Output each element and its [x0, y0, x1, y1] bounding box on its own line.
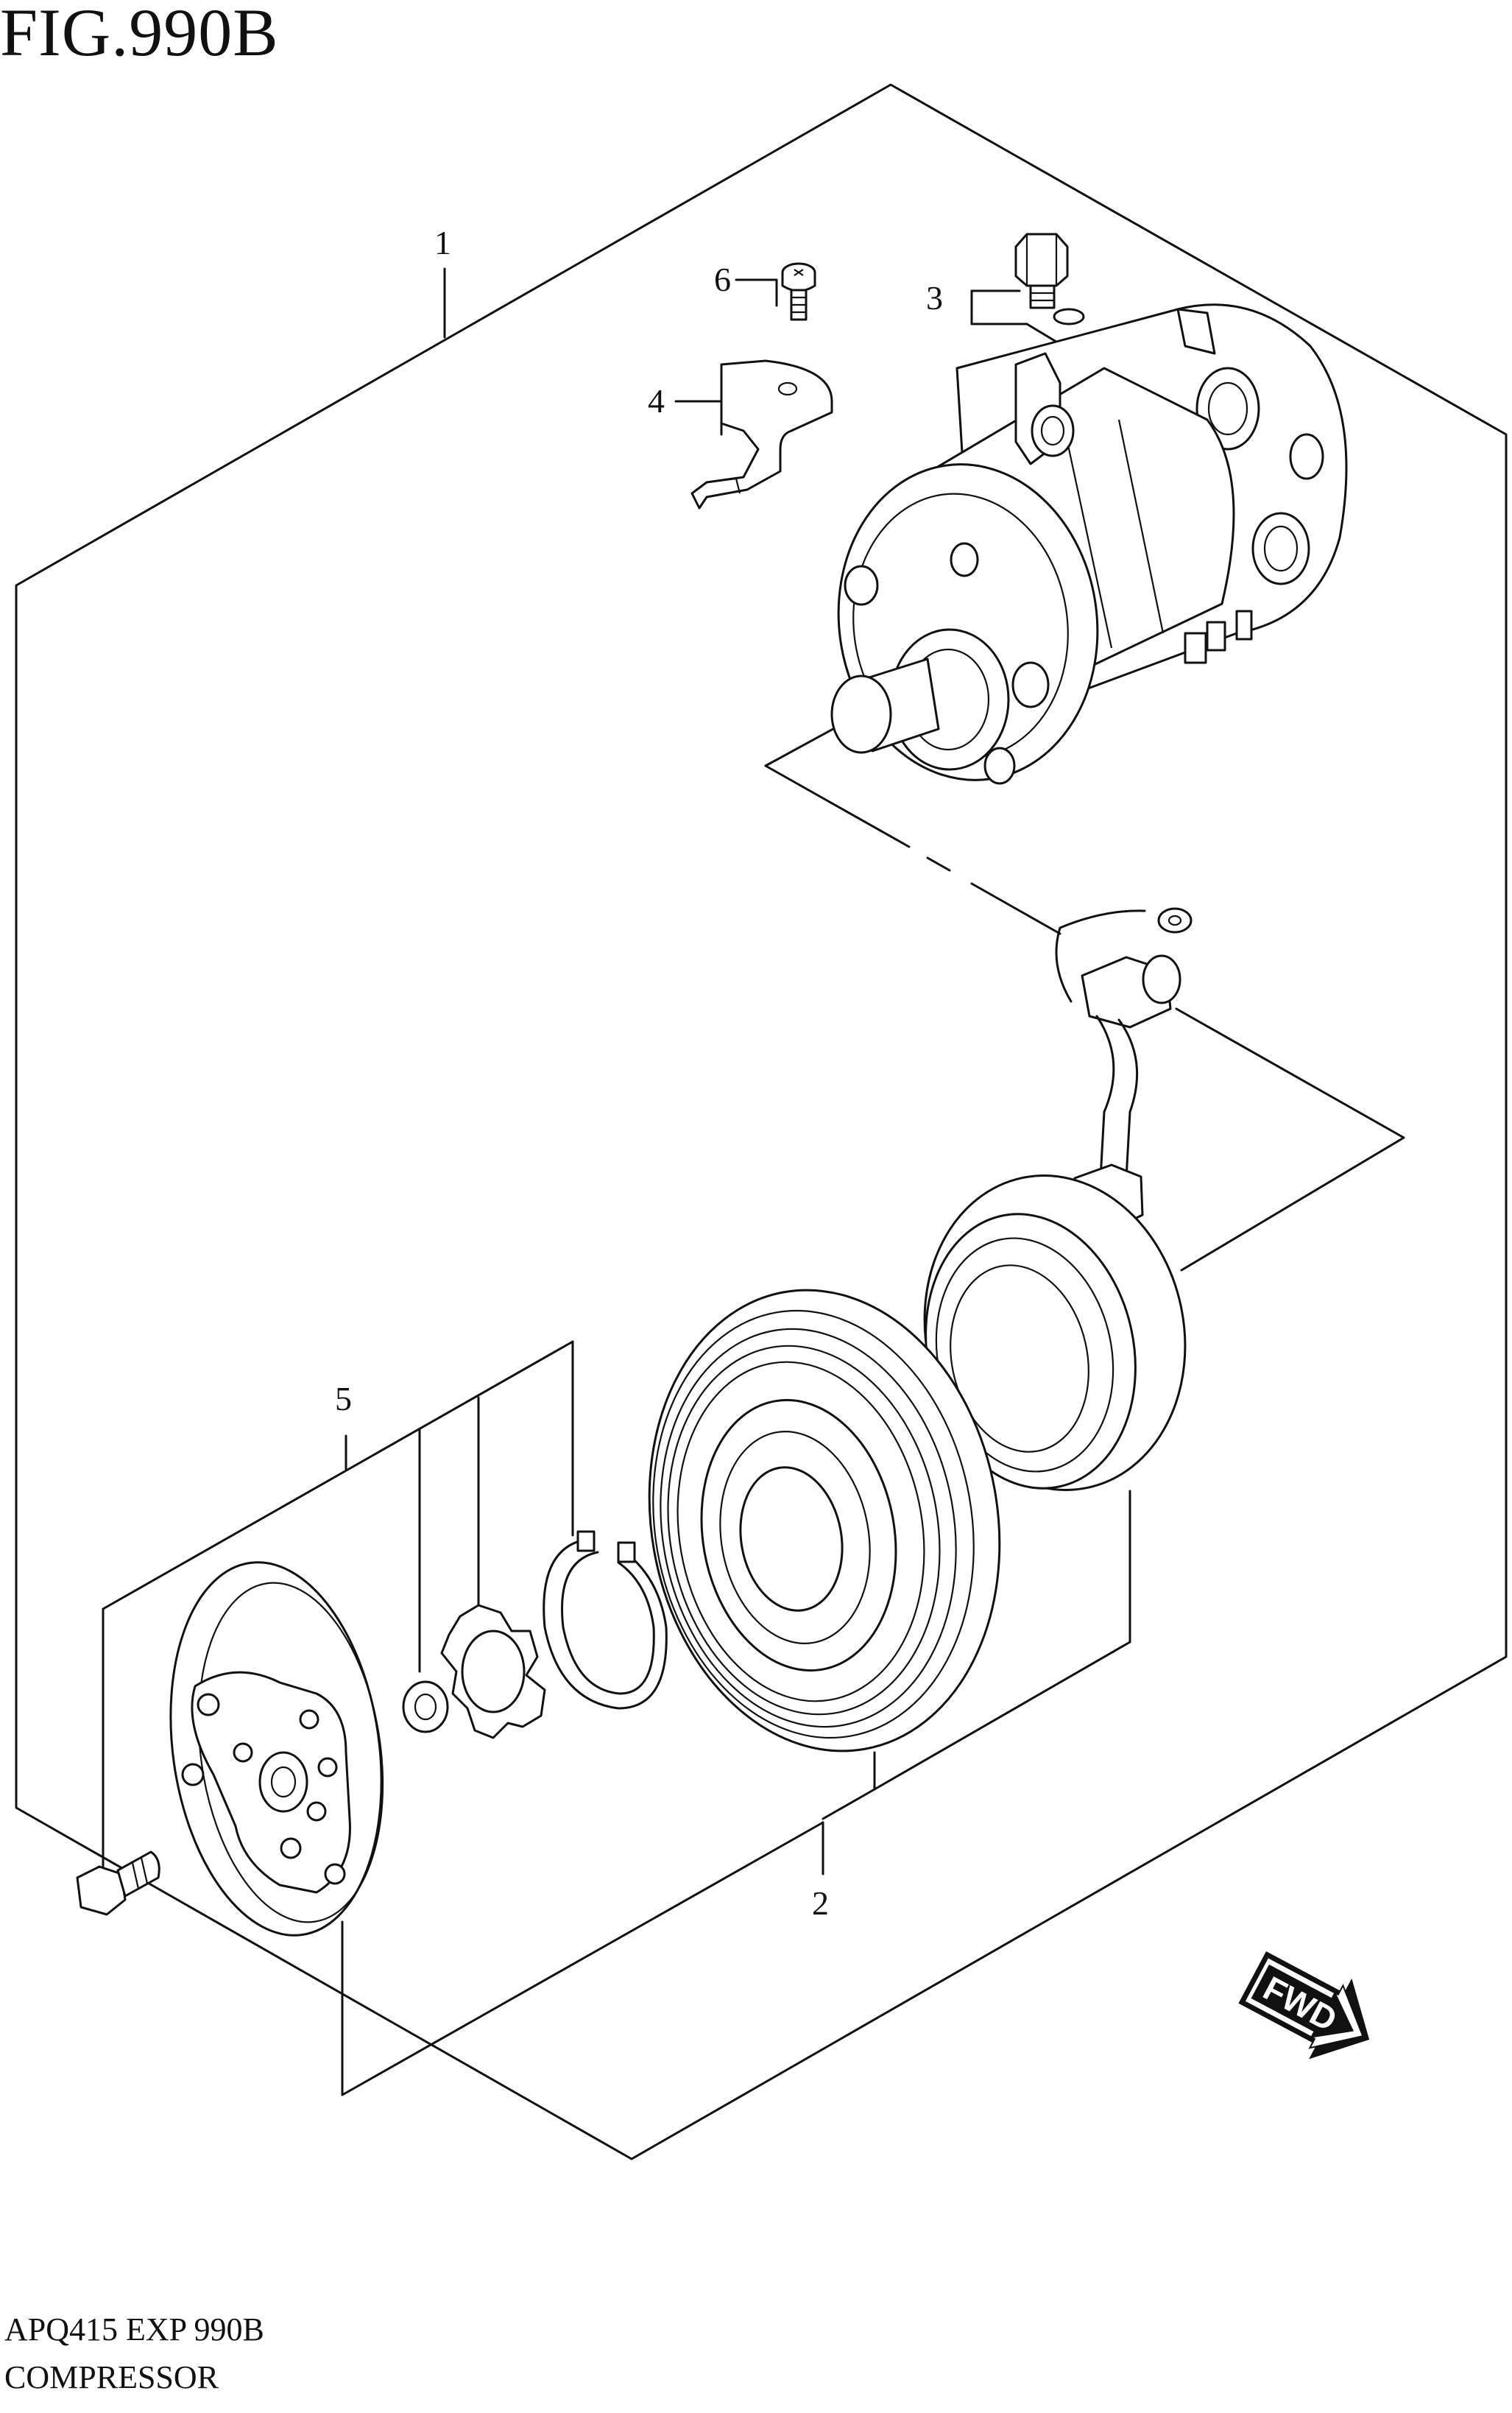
callout-6: 6: [714, 261, 731, 298]
part-4-bracket: [690, 359, 833, 510]
footer-figure-name: COMPRESSOR: [4, 2359, 219, 2395]
callout-2: 2: [812, 1884, 829, 1922]
fwd-direction-marker: FWD: [1238, 1951, 1370, 2060]
part-3-fitting: [1014, 233, 1085, 325]
clutch-pulley: [648, 1289, 1001, 1752]
footer-figure-code: APQ415 EXP 990B: [4, 2311, 264, 2347]
callout-3: 3: [926, 279, 943, 317]
compressor-body: [830, 303, 1348, 785]
leader-lines: [102, 267, 1405, 2096]
hub-bolt: [76, 1850, 160, 1916]
shim-washer: [440, 1604, 546, 1739]
clutch-armature-plate: [169, 1561, 384, 1937]
callout-4: 4: [648, 382, 665, 420]
small-washer: [402, 1680, 449, 1733]
part-6-bolt: [781, 262, 816, 321]
callout-1: 1: [434, 224, 451, 261]
figure-title: FIG.990B: [0, 0, 279, 70]
clutch-field-coil: [923, 1174, 1187, 1491]
snap-ring: [543, 1530, 668, 1710]
callout-5: 5: [335, 1380, 352, 1417]
assembly-boundary: [15, 83, 1508, 2160]
